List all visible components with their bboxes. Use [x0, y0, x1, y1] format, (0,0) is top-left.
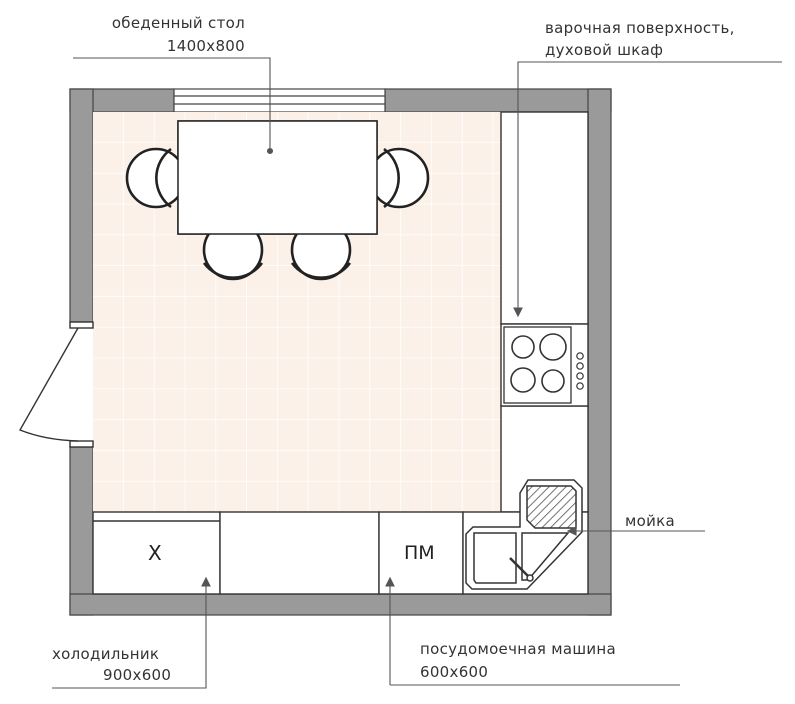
- dishwasher-mark: ПМ: [404, 542, 435, 564]
- chair-bottom-left: [202, 219, 264, 281]
- leader-lines: [52, 57, 782, 689]
- burner-icon: [539, 333, 567, 361]
- dining-table: [125, 120, 430, 281]
- wall-left-lower: [69, 446, 94, 616]
- label-dishwasher-name: посудомоечная машина: [420, 640, 617, 658]
- leader-table: [73, 57, 271, 148]
- knob-icon: [576, 382, 584, 390]
- leader-hob: [517, 61, 782, 312]
- corner-sink: [465, 479, 583, 590]
- wall-right: [587, 88, 612, 616]
- counter-cabinet: [219, 511, 380, 595]
- chair-left: [125, 147, 187, 209]
- label-table-name: обеденный стол: [111, 14, 245, 32]
- burner-icon: [510, 367, 536, 393]
- knob-icon: [576, 362, 584, 370]
- label-hob-line2: духовой шкаф: [545, 41, 664, 59]
- door: [18, 321, 94, 448]
- burner-icon: [541, 369, 565, 393]
- burner-icon: [511, 335, 535, 359]
- right-counter: [500, 111, 589, 513]
- hob-oven: [500, 323, 589, 407]
- window: [173, 88, 386, 113]
- label-fridge-name: холодильник: [52, 645, 160, 663]
- label-hob-line1: варочная поверхность,: [545, 19, 735, 37]
- wall-bottom: [69, 593, 612, 616]
- fridge-mark: Х: [148, 541, 162, 565]
- leader-fridge: [52, 582, 207, 689]
- knob-icon: [576, 352, 584, 360]
- label-fridge-size: 900х600: [103, 666, 172, 684]
- knob-icon: [576, 372, 584, 380]
- label-sink: мойка: [625, 512, 675, 530]
- wall-top-right: [384, 88, 612, 113]
- dishwasher-cabinet: [378, 511, 464, 595]
- label-table-size: 1400х800: [166, 37, 245, 55]
- right-counter-top-cabinet: [500, 111, 589, 325]
- label-dishwasher-size: 600х600: [420, 663, 489, 681]
- chair-right: [368, 147, 430, 209]
- wall-left-upper: [69, 88, 94, 323]
